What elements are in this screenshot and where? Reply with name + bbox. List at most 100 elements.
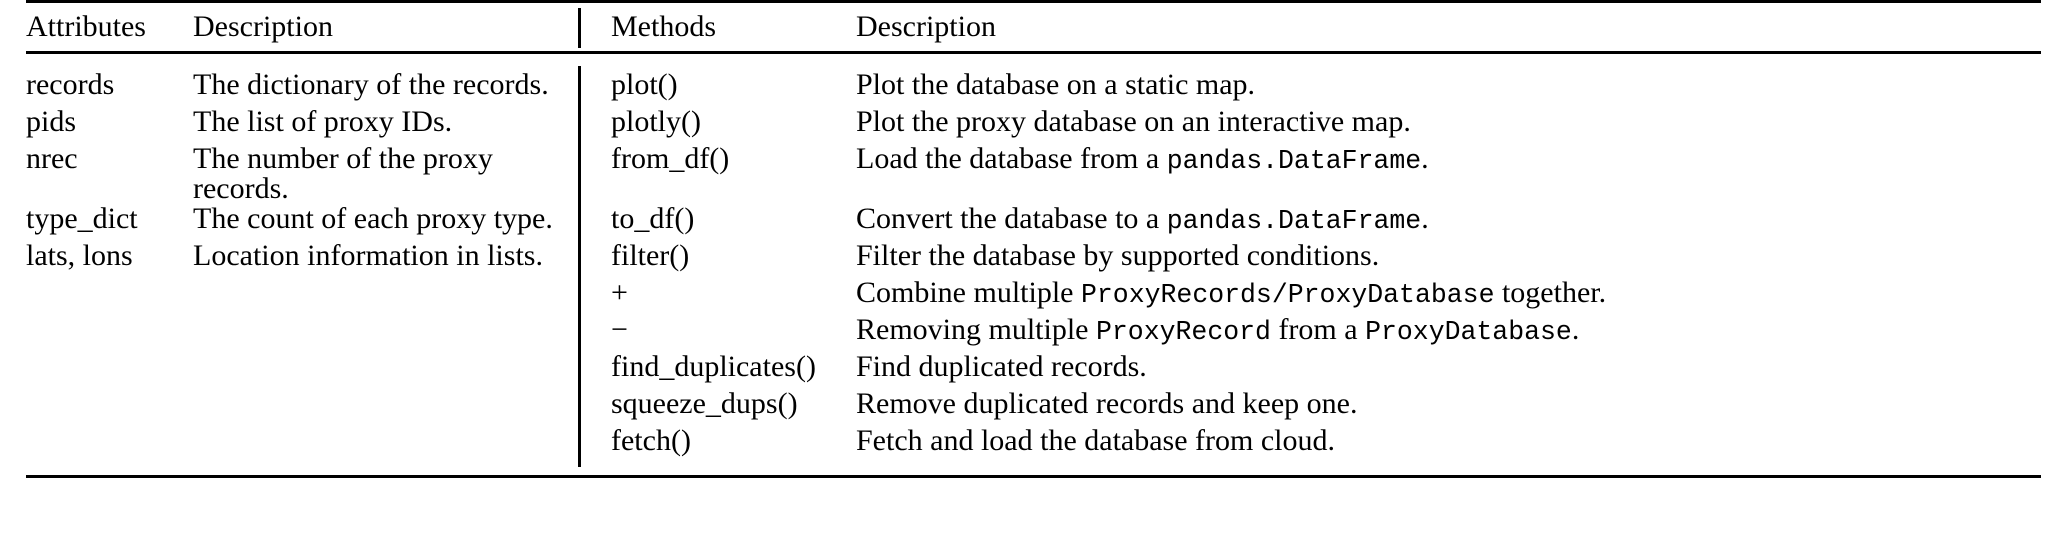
method-name: filter() [611, 239, 690, 272]
spacer-before-mid-rule [26, 44, 2041, 51]
description-text: Find duplicated records. [856, 350, 1147, 383]
description-text: Plot the proxy database on an interactiv… [856, 105, 1411, 138]
table-row: type_dict The count of each proxy type. to… [26, 200, 2041, 245]
column-separator [565, 348, 593, 393]
method-description: Load the database from a pandas.DataFram… [838, 144, 2041, 204]
method-name: plotly() [611, 105, 701, 138]
code-token: pandas.DataFrame [1166, 206, 1422, 236]
vertical-rule-icon [578, 8, 581, 48]
method-description: Fetch and load the database from cloud. [838, 426, 2041, 463]
vertical-rule-icon [578, 422, 581, 467]
table-row: − Removing multiple ProxyRecord from a Pr… [26, 311, 2041, 356]
column-separator [565, 385, 593, 430]
column-separator [565, 237, 593, 282]
vertical-rule-icon [578, 274, 581, 319]
attribute-description: The number of the proxy records. [193, 142, 493, 205]
description-text: Combine multiple [856, 276, 1081, 309]
attribute-name: type_dict [26, 202, 138, 235]
description-text: together. [1494, 276, 1607, 309]
attribute-name-empty [26, 278, 193, 315]
description-text: Removing multiple [856, 313, 1096, 346]
method-description: Convert the database to a pandas.DataFra… [838, 204, 2041, 241]
description-text: from a [1270, 313, 1366, 346]
attribute-name-empty [26, 426, 193, 463]
column-separator [565, 274, 593, 319]
table-row: + Combine multiple ProxyRecords/ProxyData… [26, 274, 2041, 319]
table-top-rule [26, 0, 2041, 3]
method-description: Find duplicated records. [838, 352, 2041, 389]
description-text: . [1571, 313, 1580, 346]
table-head: Attributes Description Methods Descripti… [26, 8, 2041, 48]
vertical-rule-icon [578, 237, 581, 282]
table-row: squeeze_dups() Remove duplicated records … [26, 385, 2041, 430]
attribute-description: The list of proxy IDs. [193, 105, 453, 138]
description-text: Convert the database to a [856, 202, 1167, 235]
attribute-description-empty [193, 278, 565, 315]
table-mid-rule [26, 51, 2041, 54]
column-separator [565, 103, 593, 148]
method-description: Plot the database on a static map. [838, 70, 2041, 107]
table-bottom-rule [26, 475, 2041, 478]
header-attributes-description: Description [193, 10, 333, 43]
description-text: . [1421, 142, 1429, 175]
attribute-name: lats, lons [26, 239, 133, 272]
method-description: Plot the proxy database on an interactiv… [838, 107, 2041, 144]
method-name: − [611, 313, 628, 346]
method-name: plot() [611, 68, 678, 101]
vertical-rule-icon [578, 140, 581, 208]
spacer-before-bottom-rule [26, 463, 2041, 475]
vertical-rule-icon [578, 200, 581, 245]
method-name: fetch() [611, 424, 691, 457]
attribute-name: nrec [26, 142, 78, 175]
column-separator [565, 311, 593, 356]
column-separator [565, 66, 593, 111]
attribute-description-empty [193, 352, 565, 389]
code-token: pandas.DataFrame [1166, 146, 1422, 176]
attribute-name-empty [26, 389, 193, 426]
header-attributes: Attributes [26, 10, 146, 43]
attribute-description-empty [193, 315, 565, 352]
code-token: ProxyDatabase [1365, 317, 1572, 347]
attribute-name-empty [26, 315, 193, 352]
description-text: Load the database from a [856, 142, 1167, 175]
table-row: pids The list of proxy IDs. plotly() Plot t… [26, 103, 2041, 148]
vertical-rule-icon [578, 66, 581, 111]
method-description: Combine multiple ProxyRecords/ProxyDatab… [838, 278, 2041, 315]
attribute-name: pids [26, 105, 77, 138]
header-methods-description: Description [856, 10, 996, 43]
table-row: nrec The number of the proxy records. from… [26, 140, 2041, 208]
table-row: lats, lons Location information in lists.… [26, 237, 2041, 282]
method-name: from_df() [611, 142, 730, 175]
method-description: Remove duplicated records and keep one. [838, 389, 2041, 426]
attribute-description: The dictionary of the records. [193, 68, 549, 101]
method-name: + [611, 276, 628, 309]
attribute-description: Location information in lists. [193, 239, 543, 272]
vertical-rule-icon [578, 348, 581, 393]
description-text: . [1421, 202, 1429, 235]
attribute-name: records [26, 68, 115, 101]
table-body: records The dictionary of the records. plo… [26, 66, 2041, 467]
column-separator [565, 422, 593, 467]
vertical-rule-icon [578, 311, 581, 356]
attribute-description: The count of each proxy type. [193, 202, 553, 235]
vertical-rule-icon [578, 103, 581, 148]
method-description: Removing multiple ProxyRecord from a Pro… [838, 315, 2041, 352]
description-text: Remove duplicated records and keep one. [856, 387, 1358, 420]
column-separator [565, 140, 593, 208]
header-row: Attributes Description Methods Descripti… [26, 8, 2041, 48]
method-description: Filter the database by supported conditi… [838, 241, 2041, 278]
header-methods: Methods [611, 10, 716, 43]
api-reference-table: Attributes Description Methods Descripti… [26, 8, 2041, 48]
vertical-rule-icon [578, 385, 581, 430]
table-row: records The dictionary of the records. plo… [26, 66, 2041, 111]
method-name: squeeze_dups() [611, 387, 798, 420]
method-name: to_df() [611, 202, 695, 235]
attribute-name-empty [26, 352, 193, 389]
column-separator [565, 200, 593, 245]
description-text: Plot the database on a static map. [856, 68, 1256, 101]
code-token: ProxyRecords/ProxyDatabase [1081, 280, 1495, 310]
api-reference-table-body: records The dictionary of the records. plo… [26, 66, 2041, 467]
description-text: Filter the database by supported conditi… [856, 239, 1380, 272]
description-text: Fetch and load the database from cloud. [856, 424, 1336, 457]
